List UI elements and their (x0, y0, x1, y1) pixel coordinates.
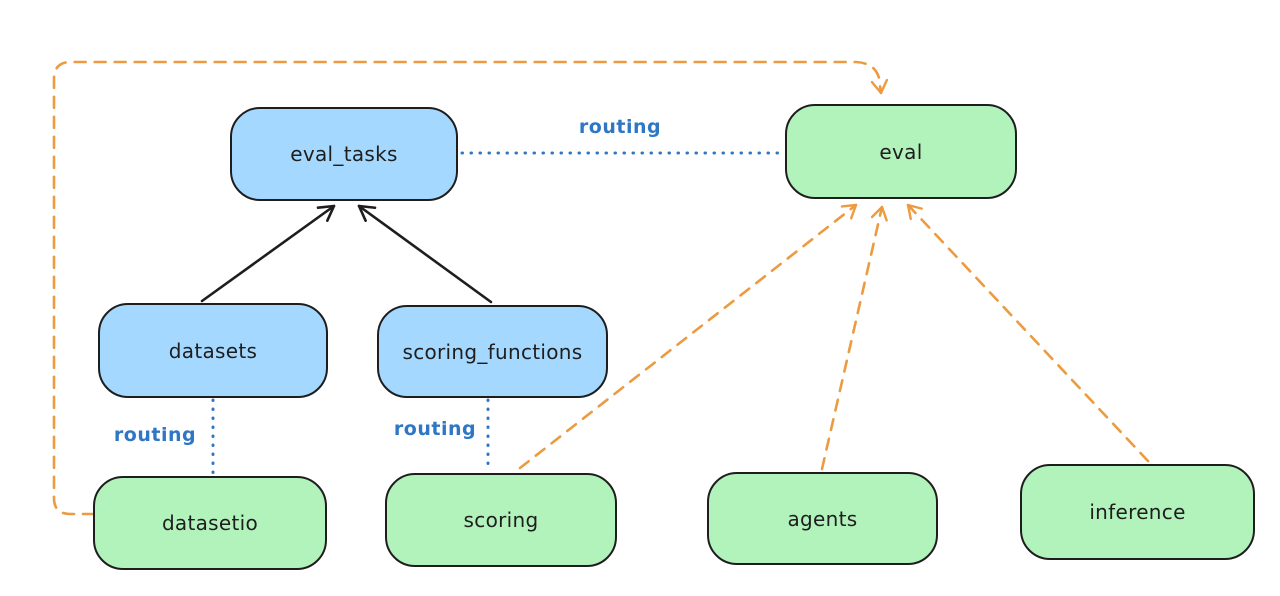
node-eval: eval (785, 104, 1017, 199)
node-scoring-label: scoring (463, 508, 539, 532)
node-scoring: scoring (385, 473, 617, 567)
node-eval-label: eval (879, 139, 923, 164)
node-scoring-functions-label: scoring_functions (402, 339, 583, 364)
edge-datasetio-to-eval-arrow (52, 60, 889, 516)
node-datasetio-label: datasetio (161, 511, 259, 535)
node-datasets: datasets (98, 303, 328, 398)
edge-inference-to-eval-arrow (906, 203, 1150, 463)
node-inference-label: inference (1089, 500, 1186, 524)
node-agents-label: agents (787, 506, 858, 531)
edge-agents-to-eval-arrow (820, 205, 888, 471)
node-eval-tasks: eval_tasks (230, 107, 458, 201)
node-inference: inference (1020, 464, 1255, 560)
node-agents: agents (707, 472, 938, 565)
edge-label-routing-left: routing (113, 424, 197, 446)
node-scoring-functions: scoring_functions (377, 305, 608, 398)
edge-scoring-functions-to-eval-tasks-arrow (357, 204, 493, 304)
edge-scoring-to-eval-arrow (518, 203, 858, 470)
edge-label-routing-mid: routing (393, 418, 477, 440)
node-eval-tasks-label: eval_tasks (290, 142, 398, 166)
edge-datasets-to-eval-tasks-arrow (200, 204, 336, 303)
node-datasets-label: datasets (168, 338, 258, 363)
node-datasetio: datasetio (93, 476, 327, 570)
edge-label-routing-top: routing (578, 116, 662, 138)
